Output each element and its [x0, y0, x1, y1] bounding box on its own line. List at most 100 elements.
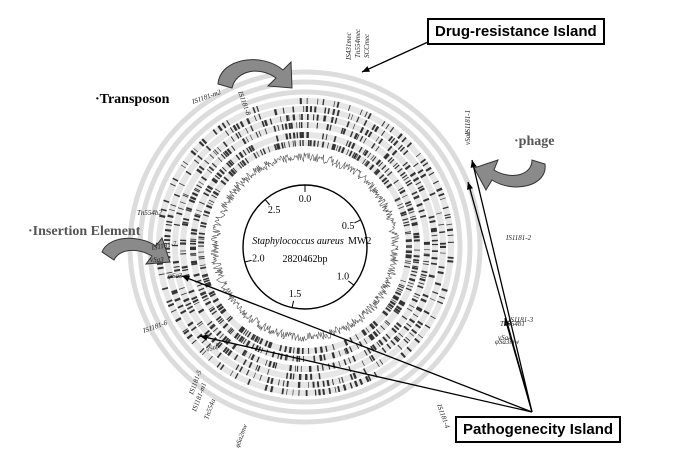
gene-mark [413, 235, 420, 239]
gene-mark [211, 194, 217, 199]
gene-mark [319, 354, 322, 362]
gene-mark [349, 131, 354, 138]
gene-mark [196, 168, 203, 174]
gene-mark [413, 195, 420, 200]
gene-mark [381, 347, 387, 354]
gene-mark [435, 212, 442, 215]
gene-mark [198, 287, 205, 292]
gene-mark [244, 330, 249, 336]
gene-mark [432, 180, 439, 185]
gene-mark [256, 151, 260, 158]
gene-mark [417, 320, 424, 326]
gene-mark [400, 279, 407, 283]
gene-mark [229, 329, 235, 335]
gene-mark [245, 136, 249, 143]
gene-mark [203, 192, 210, 197]
gene-mark [422, 162, 429, 167]
gene-mark [212, 297, 219, 303]
gene-mark [355, 334, 359, 340]
gene-mark [183, 329, 190, 335]
gene-mark [336, 109, 340, 117]
gene-mark [214, 174, 221, 180]
gene-mark [353, 132, 359, 140]
gene-mark [237, 131, 242, 138]
gene-mark [331, 379, 334, 386]
gene-mark [176, 212, 183, 216]
gene-mark [224, 150, 230, 157]
gene-label-4: IS1181-1 [464, 110, 472, 136]
gene-mark [274, 362, 278, 369]
pointer-arrowhead [200, 334, 208, 341]
gene-mark [191, 262, 198, 266]
gene-mark [230, 136, 235, 142]
gene-mark [201, 273, 209, 277]
gene-mark [325, 345, 328, 352]
gene-mark [358, 378, 364, 386]
gc-content-track [210, 152, 400, 342]
gene-mark [356, 154, 362, 162]
gene-mark [259, 374, 263, 381]
gene-track-4 [180, 122, 430, 372]
gene-mark [348, 150, 353, 157]
gene-mark [369, 333, 376, 340]
gene-mark [342, 128, 347, 135]
gene-mark [292, 140, 295, 147]
gene-mark [242, 149, 247, 156]
scale-tick [264, 199, 271, 206]
gene-mark [170, 309, 177, 313]
gene-mark [217, 342, 223, 349]
gene-mark [229, 370, 234, 377]
gene-mark [349, 382, 353, 389]
gene-mark [190, 232, 197, 235]
gene-mark [349, 373, 354, 381]
gene-mark [387, 171, 393, 177]
gene-mark [387, 157, 393, 163]
gene-mark [401, 315, 408, 320]
pointer-arrowhead [504, 318, 511, 326]
gene-mark [284, 123, 288, 130]
gene-mark [208, 355, 213, 361]
gene-mark [412, 261, 420, 264]
gene-mark [240, 337, 245, 343]
gene-mark [166, 299, 173, 304]
gene-mark [394, 307, 401, 313]
gene-mark [332, 344, 335, 351]
gene-mark [220, 308, 227, 315]
gene-mark [376, 341, 381, 347]
gene-mark [177, 207, 184, 210]
gene-mark [423, 260, 430, 263]
gene-mark [268, 360, 272, 368]
gene-mark [258, 113, 262, 120]
gene-mark [241, 159, 247, 166]
gene-mark [206, 332, 213, 338]
gene-mark [215, 341, 221, 347]
gene-mark [327, 107, 330, 115]
gene-mark [270, 377, 274, 385]
gene-mark [378, 161, 383, 167]
gene-mark [277, 124, 280, 131]
gene-mark [383, 179, 390, 185]
gene-mark [405, 255, 412, 259]
gene-mark [430, 262, 437, 266]
gene-mark [405, 260, 412, 262]
gene-mark [340, 127, 344, 134]
gene-mark [193, 218, 200, 222]
gene-mark [269, 118, 273, 125]
gene-mark [159, 214, 166, 219]
gene-mark [410, 217, 417, 221]
gene-mark [203, 279, 210, 283]
gene-mark [382, 336, 388, 343]
gene-mark [211, 310, 218, 315]
gene-mark [363, 119, 368, 126]
gene-mark [222, 322, 229, 329]
gene-mark [409, 215, 416, 219]
gene-mark [216, 352, 222, 359]
gene-mark [173, 265, 180, 268]
gene-mark [254, 335, 259, 343]
pathogenecity-pointer-4 [181, 275, 533, 413]
gene-mark [423, 309, 430, 315]
gene-mark [395, 322, 402, 328]
gene-mark [209, 323, 215, 328]
gene-track-2 [163, 105, 447, 388]
